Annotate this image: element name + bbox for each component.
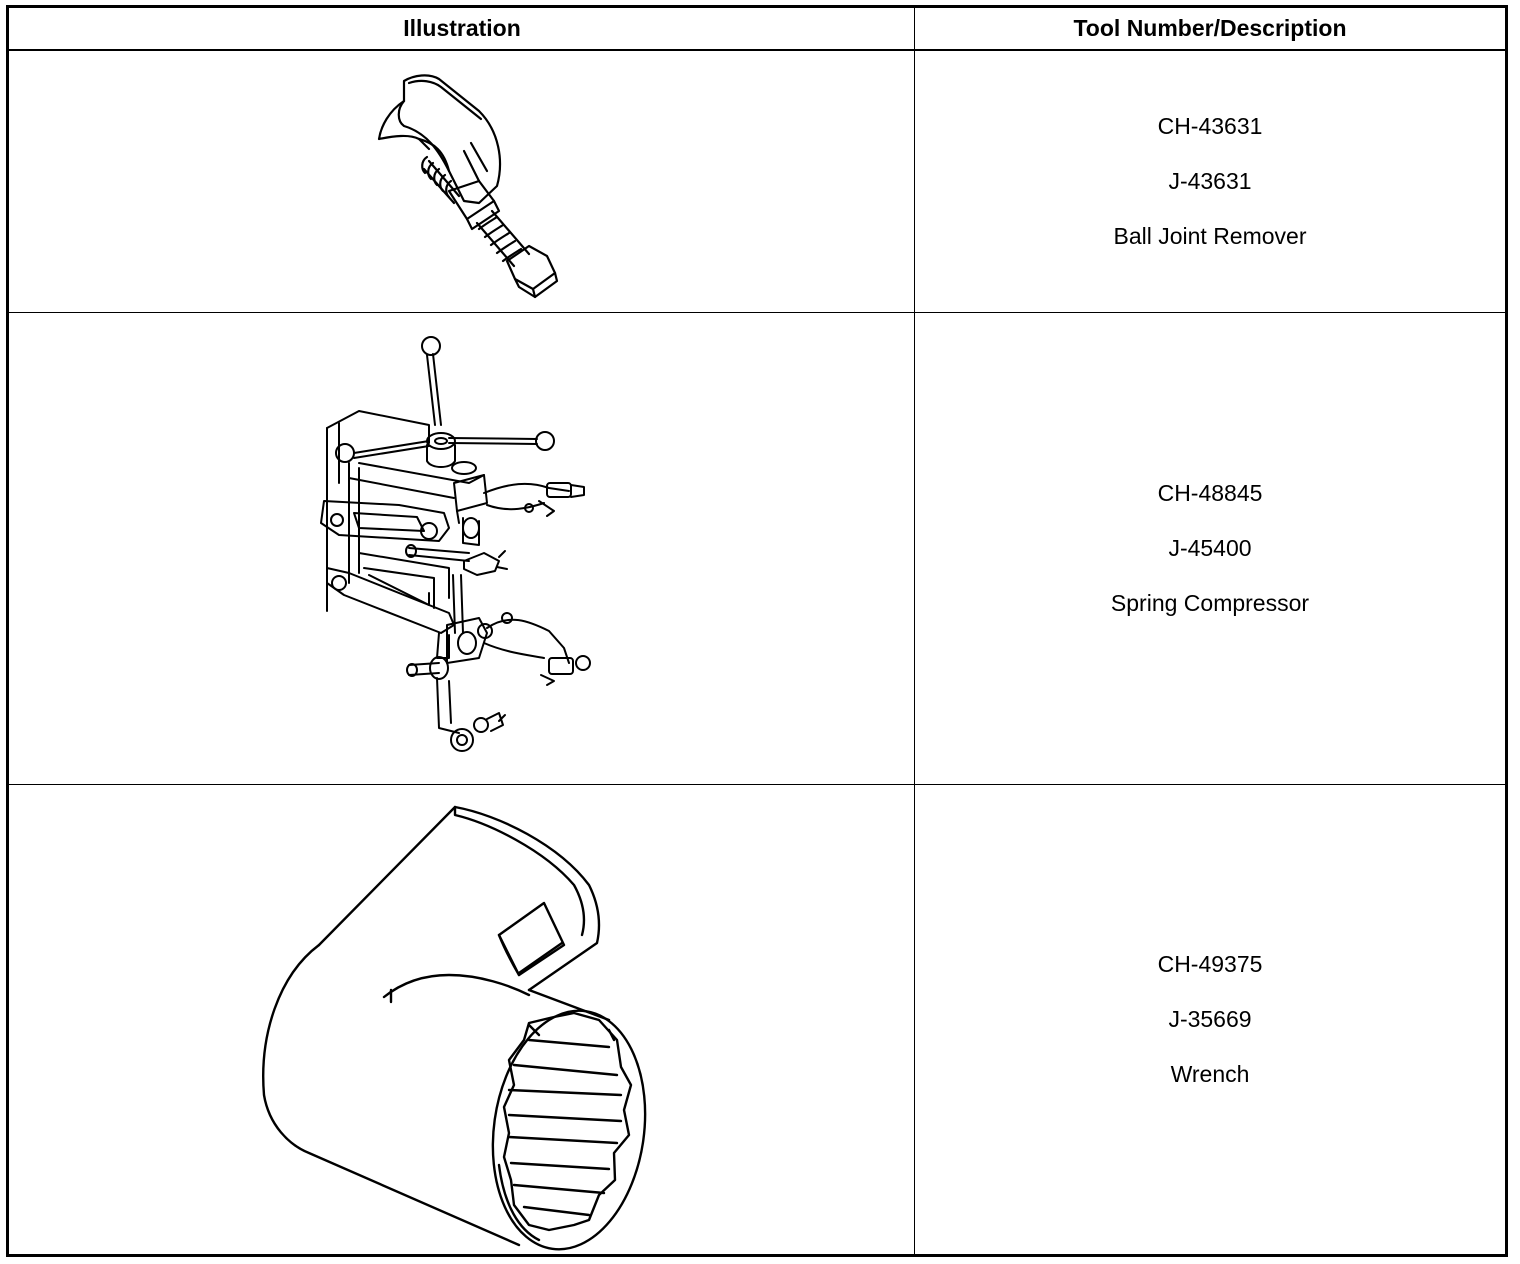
tool-name: Wrench <box>1170 1061 1250 1087</box>
spring-compressor-illustration <box>9 313 914 784</box>
column-divider <box>914 8 915 1254</box>
tool-description-cell: CH-49375 J-35669 Wrench <box>915 785 1505 1254</box>
j-tool-number: J-45400 <box>1168 535 1252 561</box>
tool-name: Spring Compressor <box>1110 590 1310 616</box>
wrench-icon <box>262 805 647 1251</box>
ch-tool-number: CH-49375 <box>1157 951 1263 977</box>
tool-name: Ball Joint Remover <box>1113 223 1307 249</box>
j-tool-number: J-43631 <box>1168 168 1252 194</box>
wrench-illustration <box>9 785 914 1254</box>
ball-joint-remover-illustration <box>9 51 914 312</box>
table-row: CH-43631 J-43631 Ball Joint Remover <box>9 51 1505 313</box>
tool-description-cell: CH-43631 J-43631 Ball Joint Remover <box>915 51 1505 312</box>
j-tool-number: J-35669 <box>1168 1006 1252 1032</box>
ch-tool-number: CH-48845 <box>1157 480 1263 506</box>
header-illustration: Illustration <box>403 15 521 41</box>
spring-compressor-icon <box>320 336 591 752</box>
tool-description-cell: CH-48845 J-45400 Spring Compressor <box>915 313 1505 784</box>
table-header-row: Illustration Tool Number/Description <box>9 8 1505 51</box>
table-row: CH-49375 J-35669 Wrench <box>9 785 1505 1254</box>
tool-table: Illustration Tool Number/Description <box>6 5 1508 1257</box>
ball-joint-remover-icon <box>377 74 559 299</box>
ch-tool-number: CH-43631 <box>1157 113 1263 139</box>
header-tool-description: Tool Number/Description <box>1073 15 1347 41</box>
table-row: CH-48845 J-45400 Spring Compressor <box>9 313 1505 785</box>
